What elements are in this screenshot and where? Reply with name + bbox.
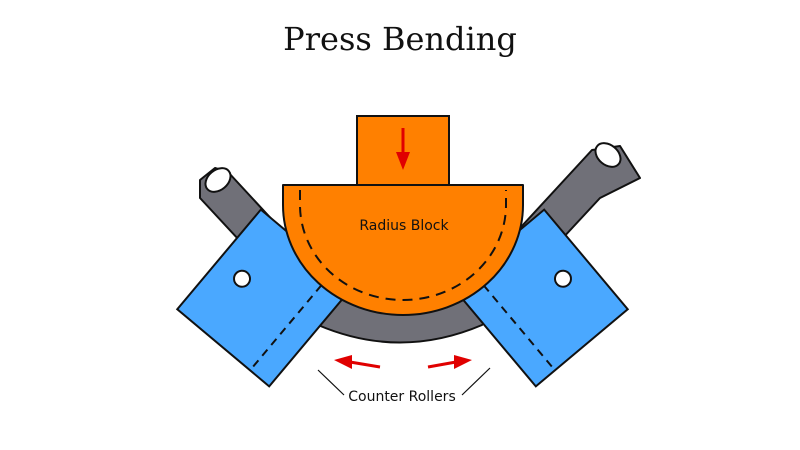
roller-pin <box>553 269 572 288</box>
tube-end-left <box>204 167 232 193</box>
radius-block-groove <box>299 190 507 301</box>
radius-block-label: Radius Block <box>359 218 449 234</box>
roller-dashed-line <box>473 273 553 368</box>
tube-end-right <box>594 142 622 168</box>
leader-line-right <box>461 367 491 396</box>
down-arrow-icon <box>396 128 410 170</box>
roller-pin <box>233 269 252 288</box>
right-arrow-icon <box>427 355 472 369</box>
counter-rollers-label: Counter Rollers <box>348 389 456 405</box>
left-arrow-icon <box>334 355 381 369</box>
leader-line-left <box>317 369 345 396</box>
roller-dashed-line <box>252 273 332 368</box>
page-title: Press Bending <box>283 20 517 58</box>
